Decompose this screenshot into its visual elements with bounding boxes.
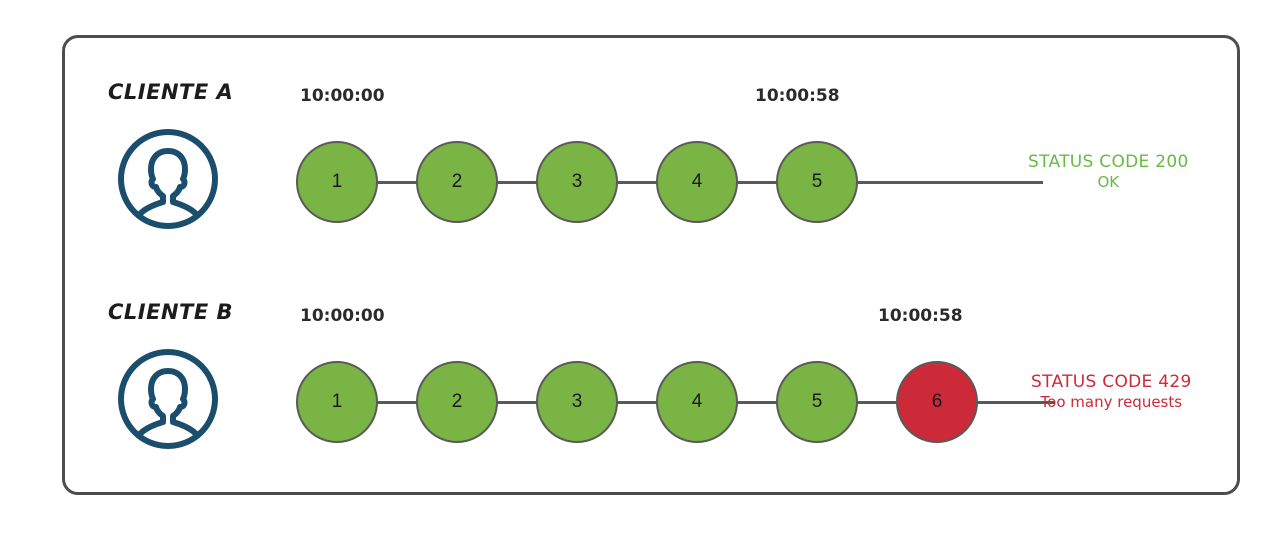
chain-connector [377,180,417,184]
status-code-text: STATUS CODE 200 [1028,152,1189,172]
user-avatar-icon [116,127,220,231]
chain-connector [737,400,777,404]
request-node[interactable]: 1 [296,361,378,443]
request-node-rejected[interactable]: 6 [896,361,978,443]
request-node[interactable]: 4 [656,141,738,223]
client-a-label: CLIENTE A [108,80,234,104]
request-node[interactable]: 5 [776,361,858,443]
request-node[interactable]: 2 [416,141,498,223]
client-a-timestamp-end: 10:00:58 [755,86,840,106]
chain-tail-line [857,180,1043,184]
chain-connector [497,400,537,404]
request-node[interactable]: 3 [536,361,618,443]
client-b-label: CLIENTE B [108,300,234,324]
request-node-number: 5 [811,391,823,412]
user-avatar-icon [116,347,220,451]
request-node[interactable]: 3 [536,141,618,223]
request-node-number: 6 [931,391,943,412]
client-b-timestamp-start: 10:00:00 [300,306,385,326]
client-b-status: STATUS CODE 429 Too many requests [1031,372,1192,412]
request-node-number: 1 [331,171,343,192]
status-detail-text: OK [1097,173,1120,192]
request-node-number: 3 [571,171,583,192]
request-node-number: 5 [811,171,823,192]
chain-connector [857,400,897,404]
request-node[interactable]: 5 [776,141,858,223]
request-node-number: 4 [691,171,703,192]
request-node-number: 3 [571,391,583,412]
request-node-number: 2 [451,391,463,412]
chain-connector [737,180,777,184]
diagram-frame [62,35,1240,495]
request-node[interactable]: 4 [656,361,738,443]
chain-tail-line [977,400,1055,404]
client-b-request-chain: 1 2 3 4 5 6 [296,360,1055,444]
chain-connector [497,180,537,184]
client-a-timestamp-start: 10:00:00 [300,86,385,106]
request-node[interactable]: 2 [416,361,498,443]
request-node-number: 1 [331,391,343,412]
chain-connector [617,400,657,404]
chain-connector [377,400,417,404]
client-a-request-chain: 1 2 3 4 5 [296,140,1043,224]
status-code-text: STATUS CODE 429 [1031,372,1192,392]
status-detail-text: Too many requests [1040,393,1183,412]
client-b-timestamp-end: 10:00:58 [878,306,963,326]
chain-connector [617,180,657,184]
client-a-status: STATUS CODE 200 OK [1028,152,1189,192]
request-node-number: 2 [451,171,463,192]
request-node-number: 4 [691,391,703,412]
request-node[interactable]: 1 [296,141,378,223]
